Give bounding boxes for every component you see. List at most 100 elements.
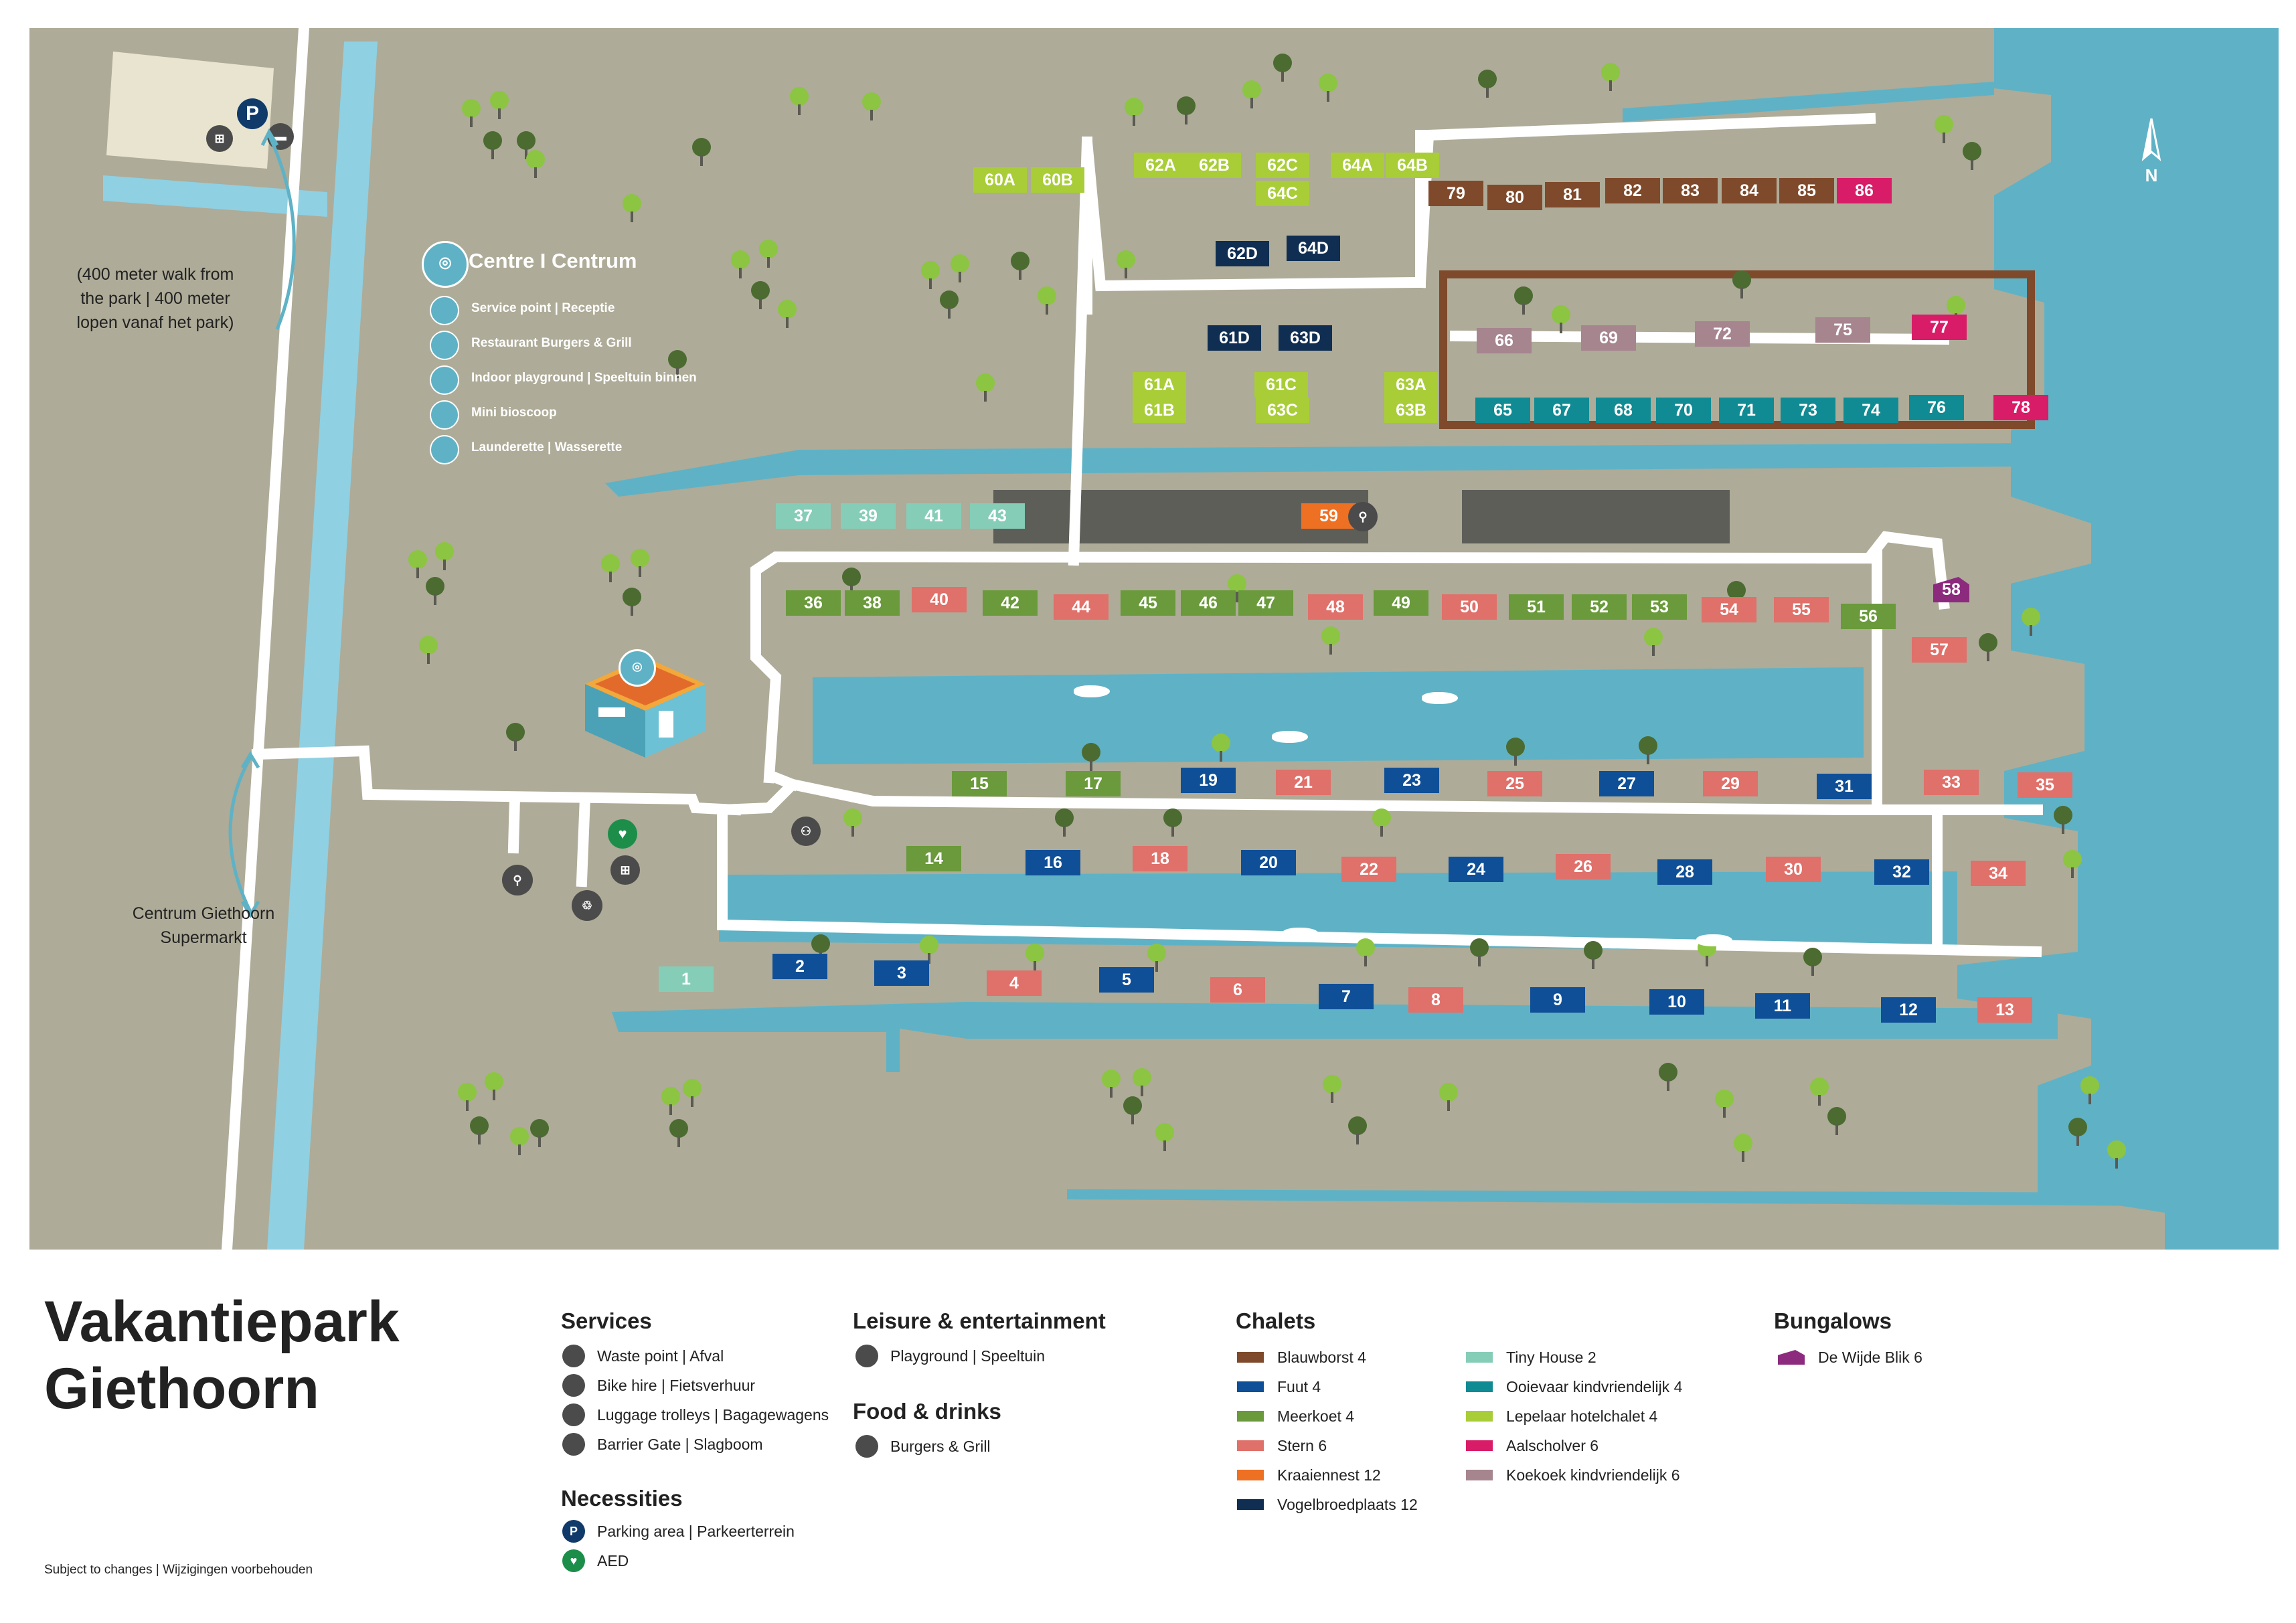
unit-32[interactable]: 32 xyxy=(1874,859,1929,885)
unit-8[interactable]: 8 xyxy=(1408,987,1463,1013)
unit-64b[interactable]: 64B xyxy=(1386,153,1439,178)
unit-80[interactable]: 80 xyxy=(1487,185,1542,210)
unit-64c[interactable]: 64C xyxy=(1256,181,1309,206)
unit-60b[interactable]: 60B xyxy=(1031,167,1084,193)
unit-86[interactable]: 86 xyxy=(1837,178,1892,203)
unit-62d[interactable]: 62D xyxy=(1216,241,1269,266)
unit-5[interactable]: 5 xyxy=(1099,967,1154,993)
unit-2[interactable]: 2 xyxy=(772,954,827,979)
unit-21[interactable]: 21 xyxy=(1276,770,1331,795)
unit-12[interactable]: 12 xyxy=(1881,997,1936,1023)
unit-7[interactable]: 7 xyxy=(1319,984,1374,1009)
unit-62b[interactable]: 62B xyxy=(1187,153,1241,178)
unit-52[interactable]: 52 xyxy=(1572,594,1627,620)
unit-79[interactable]: 79 xyxy=(1428,181,1483,206)
unit-6[interactable]: 6 xyxy=(1210,977,1265,1003)
unit-74[interactable]: 74 xyxy=(1843,398,1898,423)
unit-72[interactable]: 72 xyxy=(1695,321,1750,347)
unit-14[interactable]: 14 xyxy=(906,846,961,871)
unit-63b[interactable]: 63B xyxy=(1384,398,1438,423)
unit-60a[interactable]: 60A xyxy=(973,167,1027,193)
burger-map-icon[interactable]: ⚲ xyxy=(1348,502,1378,531)
unit-29[interactable]: 29 xyxy=(1703,771,1758,796)
unit-57[interactable]: 57 xyxy=(1912,637,1967,663)
unit-44[interactable]: 44 xyxy=(1054,594,1109,620)
unit-35[interactable]: 35 xyxy=(2018,772,2072,798)
unit-30[interactable]: 30 xyxy=(1766,857,1821,882)
unit-42[interactable]: 42 xyxy=(983,590,1038,616)
unit-15[interactable]: 15 xyxy=(952,771,1007,796)
unit-62c[interactable]: 62C xyxy=(1256,153,1309,178)
unit-45[interactable]: 45 xyxy=(1121,590,1175,616)
unit-78[interactable]: 78 xyxy=(1993,395,2048,420)
unit-26[interactable]: 26 xyxy=(1556,854,1611,879)
unit-31[interactable]: 31 xyxy=(1817,774,1872,799)
unit-20[interactable]: 20 xyxy=(1241,850,1296,875)
unit-65[interactable]: 65 xyxy=(1475,398,1530,423)
unit-66[interactable]: 66 xyxy=(1477,328,1532,353)
unit-77[interactable]: 77 xyxy=(1912,315,1967,340)
unit-64a[interactable]: 64A xyxy=(1331,153,1384,178)
unit-51[interactable]: 51 xyxy=(1509,594,1564,620)
unit-19[interactable]: 19 xyxy=(1181,768,1236,793)
unit-61a[interactable]: 61A xyxy=(1133,372,1186,398)
aed-icon[interactable]: ♥ xyxy=(608,819,637,849)
unit-69[interactable]: 69 xyxy=(1581,325,1636,351)
unit-18[interactable]: 18 xyxy=(1133,846,1187,871)
unit-33[interactable]: 33 xyxy=(1924,770,1979,795)
unit-25[interactable]: 25 xyxy=(1487,771,1542,796)
unit-83[interactable]: 83 xyxy=(1663,178,1718,203)
bike-map-icon[interactable]: ⚲ xyxy=(502,865,533,895)
unit-11[interactable]: 11 xyxy=(1755,993,1810,1019)
unit-85[interactable]: 85 xyxy=(1779,178,1834,203)
unit-36[interactable]: 36 xyxy=(786,590,841,616)
unit-61b[interactable]: 61B xyxy=(1133,398,1186,423)
unit-63a[interactable]: 63A xyxy=(1384,372,1438,398)
unit-76[interactable]: 76 xyxy=(1909,395,1964,420)
unit-70[interactable]: 70 xyxy=(1656,398,1711,423)
unit-56[interactable]: 56 xyxy=(1841,604,1896,629)
unit-22[interactable]: 22 xyxy=(1341,857,1396,882)
trolley-map-icon[interactable]: ⊞ xyxy=(610,855,640,885)
unit-28[interactable]: 28 xyxy=(1657,859,1712,885)
unit-84[interactable]: 84 xyxy=(1722,178,1777,203)
unit-37[interactable]: 37 xyxy=(776,503,831,529)
unit-9[interactable]: 9 xyxy=(1530,987,1585,1013)
unit-62a[interactable]: 62A xyxy=(1134,153,1187,178)
parking-icon[interactable]: P xyxy=(237,98,268,129)
unit-49[interactable]: 49 xyxy=(1374,590,1428,616)
unit-17[interactable]: 17 xyxy=(1066,771,1121,796)
unit-50[interactable]: 50 xyxy=(1442,594,1497,620)
unit-73[interactable]: 73 xyxy=(1781,398,1835,423)
unit-38[interactable]: 38 xyxy=(845,590,900,616)
unit-64d[interactable]: 64D xyxy=(1287,236,1340,261)
unit-4[interactable]: 4 xyxy=(987,970,1042,996)
waste-map-icon[interactable]: ♲ xyxy=(572,890,602,921)
unit-81[interactable]: 81 xyxy=(1545,182,1600,207)
unit-48[interactable]: 48 xyxy=(1308,594,1363,620)
unit-24[interactable]: 24 xyxy=(1449,857,1503,882)
unit-10[interactable]: 10 xyxy=(1649,989,1704,1015)
unit-55[interactable]: 55 xyxy=(1774,597,1829,622)
unit-47[interactable]: 47 xyxy=(1238,590,1293,616)
unit-16[interactable]: 16 xyxy=(1026,850,1080,875)
unit-67[interactable]: 67 xyxy=(1534,398,1589,423)
unit-61d[interactable]: 61D xyxy=(1208,325,1261,351)
trolley-icon[interactable]: ⊞ xyxy=(206,125,233,152)
unit-27[interactable]: 27 xyxy=(1599,771,1654,796)
unit-3[interactable]: 3 xyxy=(874,960,929,986)
unit-34[interactable]: 34 xyxy=(1971,861,2026,886)
unit-43[interactable]: 43 xyxy=(970,503,1025,529)
unit-23[interactable]: 23 xyxy=(1384,768,1439,793)
unit-1[interactable]: 1 xyxy=(659,966,714,992)
unit-71[interactable]: 71 xyxy=(1719,398,1774,423)
unit-39[interactable]: 39 xyxy=(841,503,896,529)
unit-54[interactable]: 54 xyxy=(1702,597,1756,622)
unit-63d[interactable]: 63D xyxy=(1279,325,1332,351)
unit-53[interactable]: 53 xyxy=(1632,594,1687,620)
unit-63c[interactable]: 63C xyxy=(1256,398,1309,423)
playground-map-icon[interactable]: ⚇ xyxy=(791,817,821,846)
unit-59[interactable]: 59 xyxy=(1301,503,1356,529)
unit-41[interactable]: 41 xyxy=(906,503,961,529)
